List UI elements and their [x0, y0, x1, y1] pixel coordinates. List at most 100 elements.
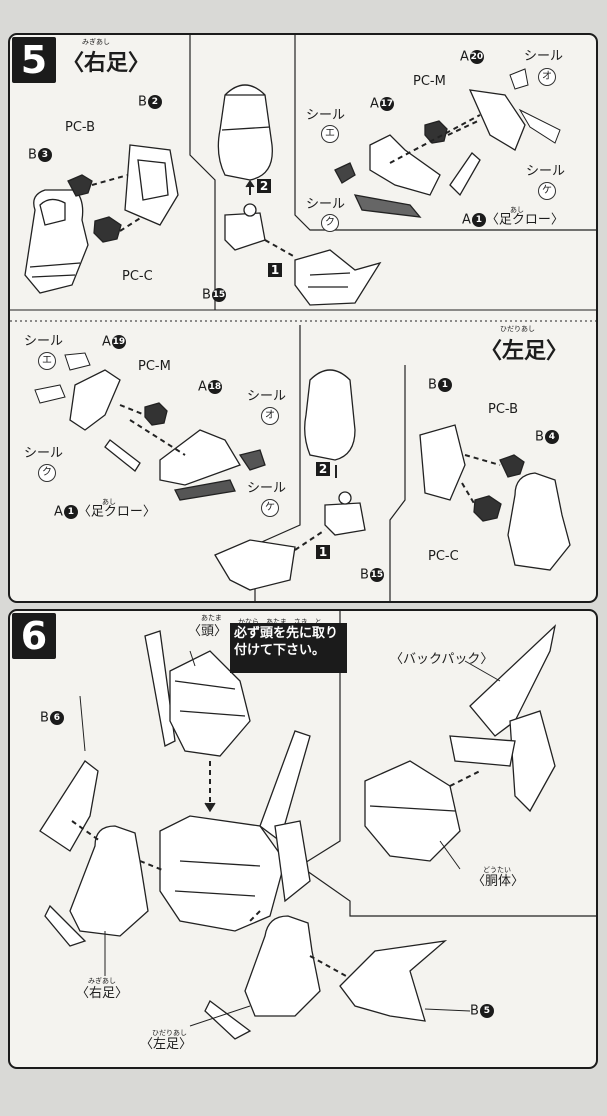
sticker-o: オ [538, 68, 556, 86]
foot-frame-b2 [124, 144, 179, 226]
a19-part [69, 369, 121, 431]
right-leg-label: 〈右足〉 [76, 986, 129, 1001]
step-6-drawing [39, 611, 596, 1040]
sticker-o-shape [509, 68, 529, 90]
sticker-ku-left: ク [38, 464, 56, 482]
pc-b-part [67, 174, 93, 197]
torso-label: 〈胴体〉 [472, 874, 525, 889]
label-pc-b: PC-B [65, 120, 96, 135]
order-2: 2 [257, 179, 271, 193]
seal-label: シール [24, 446, 64, 461]
note-line-2: 付けて下さい。 [234, 643, 326, 658]
sticker-ku: ク [321, 214, 339, 232]
b6-part [39, 760, 99, 852]
a20-part [468, 89, 526, 151]
torso-back [364, 760, 461, 862]
pc-m-left [144, 402, 168, 426]
left-leg-part [204, 915, 321, 1040]
seal-label: シール [24, 334, 64, 349]
seal-label: シール [306, 108, 346, 123]
right-leg-title: 〈右足〉 [62, 51, 151, 76]
torso-part [159, 730, 311, 932]
sticker-ke-left: ケ [261, 499, 279, 517]
seal-label: シール [526, 164, 566, 179]
right-leg-ruby: みぎあし [82, 38, 110, 46]
label-pc-c-left: PC-C [428, 549, 459, 564]
lower-leg-b4 [507, 472, 571, 571]
left-leg-ruby-6: ひだりあし [152, 1029, 187, 1037]
pc-c-part [93, 216, 122, 243]
sticker-o-left: オ [261, 407, 279, 425]
sticker-shapes-left [34, 352, 91, 404]
claw-ruby-left: あし [102, 498, 116, 506]
seal-label: シール [247, 481, 287, 496]
sticker-e-left: エ [38, 352, 56, 370]
step-number: 6 [12, 613, 56, 659]
sticker-ke: ケ [538, 182, 556, 200]
order-1-left: 1 [316, 545, 330, 559]
pc-b-right [499, 454, 525, 478]
backpack-label: 〈バックパック〉 [390, 652, 494, 667]
pc-c-right [473, 495, 502, 522]
leg-assembly-left [304, 369, 356, 461]
step-5-drawing [10, 35, 596, 601]
label-pc-m-left: PC-M [138, 359, 171, 374]
seal-label: シール [524, 49, 564, 64]
b5-part [339, 940, 448, 1022]
step-number: 5 [12, 37, 56, 83]
note-ruby: かなら あたま さき と [238, 618, 322, 626]
head-first-note: 必ず頭を先に取り 付けて下さい。 [230, 623, 347, 673]
backpack-part [449, 624, 557, 813]
sticker-ke-shape [518, 108, 561, 144]
sticker-e: エ [321, 125, 339, 143]
order-2-left: 2 [316, 462, 330, 476]
note-line-1: 必ず頭を先に取り [234, 626, 339, 641]
foot-part [294, 249, 382, 306]
leg-joint-b15 [224, 203, 266, 251]
order-1: 1 [268, 263, 282, 277]
seal-label: シール [306, 197, 346, 212]
leg-joint-b15-left [324, 491, 366, 536]
right-leg-ruby-6: みぎあし [88, 977, 116, 985]
claw-a1-left [104, 439, 141, 472]
foot-part-left [214, 539, 296, 591]
leg-assembly-upper [217, 84, 273, 181]
left-leg-title: 〈左足〉 [480, 339, 569, 364]
label-pc-b-left: PC-B [488, 402, 519, 417]
torso-ruby: どうたい [483, 866, 511, 874]
right-leg-part [44, 825, 149, 947]
head-part [144, 630, 251, 757]
left-leg-label: 〈左足〉 [140, 1037, 193, 1052]
a18-part [159, 429, 241, 486]
foot-frame-b1 [419, 424, 466, 501]
sticker-ku-shape [353, 194, 422, 218]
lower-leg-b3 [24, 189, 89, 294]
step-6-panel: 6 あたま 〈頭〉 かなら あたま さき と 必ず頭を先に取り 付けて下さい。 … [8, 609, 598, 1069]
label-pc-m: PC-M [413, 74, 446, 89]
toe-part-a17 [369, 134, 441, 196]
left-leg-ruby: ひだりあし [500, 325, 535, 333]
head-ruby: あたま [201, 614, 222, 622]
label-pc-c: PC-C [122, 269, 153, 284]
claw-ruby: あし [510, 206, 524, 214]
sticker-e-shape [334, 162, 356, 184]
pc-m-part [424, 120, 448, 144]
claw-a1 [449, 152, 481, 197]
head-label: 〈頭〉 [188, 624, 228, 639]
seal-label: シール [247, 389, 287, 404]
